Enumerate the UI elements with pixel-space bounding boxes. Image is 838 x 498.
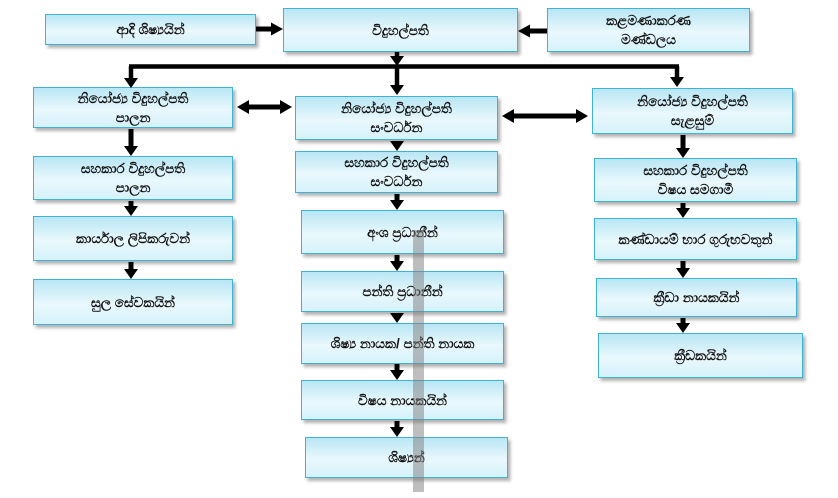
box-sports-captains: ක්‍රීඩා නායකයින් xyxy=(596,278,797,317)
arrow-prefects-to-subject-leaders xyxy=(390,364,404,380)
box-principal: විදුහල්පති xyxy=(283,8,518,52)
double-arrow-admin-development xyxy=(237,100,292,114)
box-players-label: ක්‍රීඩකයින් xyxy=(674,348,727,363)
box-deputy-planning-line2: සැළසුම් xyxy=(670,113,715,128)
box-deputy-planning-line1: නියෝජ්‍ය විදුහල්පති xyxy=(637,94,748,109)
box-assistant-development: සහකාර විදුහල්පති සංවර්ධන xyxy=(295,151,498,193)
box-minor-staff-label: සුල සේවකයින් xyxy=(91,294,175,310)
box-prefects-class-leaders-label: ශිෂ්‍ය නායක/ පන්ති නායක xyxy=(330,336,475,351)
box-sports-captains-label: ක්‍රීඩා නායකයින් xyxy=(653,290,740,305)
box-alumni-label: ආදි ශිෂ්‍යයින් xyxy=(116,22,185,37)
box-minor-staff: සුල සේවකයින් xyxy=(33,279,233,325)
box-assistant-development-line2: සංවර්ධන xyxy=(370,174,423,189)
box-deputy-admin: නියෝජ්‍ය විදුහල්පති පාලන xyxy=(33,87,233,128)
box-class-heads: පන්ති ප්‍රධානීන් xyxy=(301,271,504,312)
arrow-alumni-to-principal xyxy=(256,22,283,36)
box-prefects-class-leaders: ශිෂ්‍ය නායක/ පන්ති නායක xyxy=(301,323,504,364)
box-deputy-planning: නියෝජ්‍ය විදුහල්පති සැළසුම් xyxy=(592,88,793,134)
arrow-deputy-dev-to-assistant xyxy=(390,141,404,151)
arrow-clerks-to-minor-staff xyxy=(124,262,138,279)
box-office-clerks: කාර්යාල ලිපිකරුවන් xyxy=(33,216,233,261)
box-team-in-charge-teachers: කණ්ඩායම් භාර ගුරුභවතුන් xyxy=(594,218,797,260)
arrow-subject-leaders-to-students xyxy=(390,421,404,437)
box-deputy-development-line1: නියෝජ්‍ය විදුහල්පති xyxy=(341,101,452,116)
box-principal-label: විදුහල්පති xyxy=(372,22,429,38)
box-office-clerks-label: කාර්යාල ලිපිකරුවන් xyxy=(75,231,191,246)
gray-overlay-bar xyxy=(413,230,424,492)
arrow-assistant-admin-to-clerks xyxy=(124,201,138,216)
box-assistant-cocurricular-line1: සහකාර විදුහල්පති xyxy=(643,163,748,178)
arrow-assistant-dev-to-section-heads xyxy=(390,194,404,210)
box-alumni: ආදි ශිෂ්‍යයින් xyxy=(45,14,256,45)
box-management-board-line2: මණ්ඩලය xyxy=(621,32,676,47)
box-assistant-cocurricular: සහකාර විදුහල්පති විෂය සමගාමී xyxy=(594,158,797,202)
box-assistant-development-line1: සහකාර විදුහල්පති xyxy=(344,155,449,170)
box-assistant-cocurricular-line2: විෂය සමගාමී xyxy=(657,182,734,197)
box-assistant-admin-line1: සහකාර විදුහල්පති xyxy=(80,161,186,176)
box-players: ක්‍රීඩකයින් xyxy=(598,333,803,378)
box-assistant-admin: සහකාර විදුහල්පති පාලන xyxy=(33,156,233,200)
box-deputy-admin-line2: පාලන xyxy=(115,109,151,125)
connector-principal-branch xyxy=(124,52,684,95)
arrow-management-to-principal xyxy=(518,24,547,38)
box-team-in-charge-teachers-label: කණ්ඩායම් භාර ගුරුභවතුන් xyxy=(618,231,773,247)
arrow-teachers-to-sports-captains xyxy=(676,261,690,278)
box-subject-leaders: විෂය නායකයින් xyxy=(301,380,504,420)
box-management-board: කළමණාකරණ මණ්ඩලය xyxy=(547,8,750,52)
arrow-sports-captains-to-players xyxy=(676,318,690,333)
box-assistant-admin-line2: පාලන xyxy=(115,180,151,195)
double-arrow-development-planning xyxy=(502,109,588,123)
box-subject-leaders-label: විෂය නායකයින් xyxy=(357,392,448,408)
box-deputy-development: නියෝජ්‍ය විදුහල්පති සංවර්ධන xyxy=(295,96,498,140)
arrow-section-heads-to-class-heads xyxy=(390,255,404,271)
box-management-board-line1: කළමණාකරණ xyxy=(606,13,691,28)
arrow-deputy-planning-to-assistant xyxy=(676,135,690,158)
arrow-assistant-cocurricular-to-teachers xyxy=(676,203,690,218)
box-deputy-admin-line1: නියෝජ්‍ය විදුහල්පති xyxy=(77,90,189,106)
arrow-deputy-admin-to-assistant xyxy=(124,129,138,156)
arrow-class-heads-to-prefects xyxy=(390,313,404,323)
box-deputy-development-line2: සංවර්ධන xyxy=(370,120,423,135)
